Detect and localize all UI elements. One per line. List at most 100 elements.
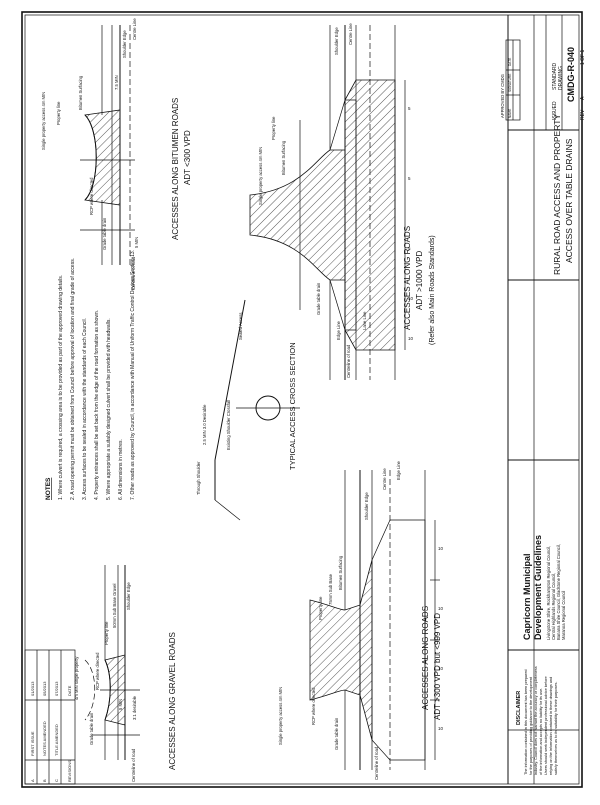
disclaimer-heading: DISCLAIMER xyxy=(516,691,522,725)
notes-block: NOTES 1. Where culvert is required, a cr… xyxy=(45,250,136,500)
mid-edge: Edge Line xyxy=(396,460,401,480)
member-2: Central Highlands Regional Council, xyxy=(551,573,556,640)
bitumen-high-diagram: ACCESSES ALONG ROADS ADT >1000 VPD (Refe… xyxy=(249,23,436,380)
bitumen-low-rcp: RCP where directed xyxy=(89,177,94,215)
title-block: ISSUED STANDARD DRAWING CMDG-R-040 REV A… xyxy=(500,15,586,784)
bitumen-low-centre: Centre Line xyxy=(132,18,137,40)
bitumen-high-title: ACCESSES ALONG ROADS xyxy=(403,226,412,330)
bitumen-low-diagram: ACCESSES ALONG BITUMEN ROADS ADT <300 VP… xyxy=(41,18,192,290)
bitumen-low-property: Property line xyxy=(56,101,61,125)
approved-col-name: NAME xyxy=(508,109,512,118)
rev-row-2-date: 05/2013 xyxy=(42,681,47,696)
bitumen-high-edge: Edge Line xyxy=(336,320,341,340)
org-sub: Development Guidelines xyxy=(533,535,543,640)
disclaimer-line-1: The information contained in this docume… xyxy=(524,669,528,775)
mid-roads-diagram: ACCESSES ALONG ROADS ADT >300 VPD but <9… xyxy=(278,460,444,780)
mid-title: ACCESSES ALONG ROADS xyxy=(421,606,430,710)
typical-title: TYPICAL ACCESS CROSS SECTION xyxy=(288,342,297,470)
rev-row-1-desc: FIRST ISSUE xyxy=(30,731,35,756)
mid-property: Property line xyxy=(318,596,323,620)
rev-value: A xyxy=(580,96,586,100)
rev-row-3-rev: C xyxy=(54,779,59,782)
gravel-title: ACCESSES ALONG GRAVEL ROADS xyxy=(168,632,177,770)
note-6: 6. All dimensions in metres. xyxy=(118,439,124,500)
gravel-label-property: Property line xyxy=(104,621,109,645)
rev-row-3-desc: TITLE AMENDED xyxy=(54,724,59,756)
mid-centre: Centre Line xyxy=(382,468,387,490)
bitumen-high-property: Property line xyxy=(271,116,276,140)
mid-seal: Bitumen Surfacing xyxy=(338,555,343,590)
bitumen-low-dim-a: 7.5 MIN xyxy=(114,75,119,90)
disclaimer-line-2: for the purposes of providing guidance t… xyxy=(529,676,533,775)
bitumen-low-min-access: Single property access 4m MIN xyxy=(41,92,46,150)
member-1: Livingstone Shire, Rockhampton Regional … xyxy=(546,546,551,640)
standard-label: STANDARD xyxy=(552,62,558,90)
disclaimer-line-5: Users should seek independent profession… xyxy=(544,676,548,775)
typical-section-diagram: TYPICAL ACCESS CROSS SECTION Sealed Acce… xyxy=(196,299,300,521)
sheet-inner-border xyxy=(24,14,580,785)
mid-access: Single property access 4m MIN xyxy=(278,687,283,745)
bitumen-high-centre: Centre Line xyxy=(348,23,353,45)
bitumen-high-dim-2: 5 xyxy=(408,176,411,181)
sheet-border xyxy=(21,11,583,788)
gravel-label-shoulder: Shoulder Edge xyxy=(126,582,131,610)
bitumen-high-shoulder: Shoulder Edge xyxy=(334,27,339,55)
org-name: Capricorn Municipal xyxy=(522,553,532,640)
sheet-value: 1 OF 1 xyxy=(580,49,586,65)
rev-row-1-date: 01/2013 xyxy=(30,681,35,696)
bitumen-high-dim-4: 10 xyxy=(408,296,414,301)
date-label: DATE xyxy=(67,685,72,696)
mid-base: 75mm Sub Base xyxy=(328,573,333,605)
approved-table: APPROVED BY CMDG NAME SIGNATURE DATE xyxy=(500,39,521,121)
mid-subtitle: ADT >300 VPD but <999 VPD xyxy=(433,613,442,720)
bitumen-high-dim-3: 5 xyxy=(408,246,411,251)
bitumen-low-title: ACCESSES ALONG BITUMEN ROADS xyxy=(171,98,180,240)
bitumen-low-shoulder: Shoulder Edge xyxy=(122,30,127,58)
bitumen-low-grade: Grade table drain xyxy=(102,217,107,250)
mid-rcp: RCP where directed xyxy=(311,687,316,725)
member-4: Maranoa Regional Council xyxy=(561,591,566,640)
bitumen-high-note: (Refer also Main Roads Standards) xyxy=(429,235,436,345)
disclaimer-line-6: relying on the information contained in … xyxy=(549,677,553,775)
approved-col-date: DATE xyxy=(508,58,512,66)
approved-label: APPROVED BY CMDG xyxy=(500,74,505,118)
typical-existing: Existing Shoulder Crossfall xyxy=(226,400,231,450)
drawing-number: CMDG-R-040 xyxy=(566,47,576,102)
gravel-label-min: 4m MIN single property xyxy=(74,656,79,700)
typical-grade: 2.5 MIN 3.0 Desirable xyxy=(202,404,207,445)
gravel-label-centre: Centreline of road xyxy=(131,748,136,782)
drawing-title-2: ACCESS OVER TABLE DRAINS xyxy=(564,138,574,263)
bitumen-low-centreline: Centreline of road xyxy=(131,256,136,290)
gravel-roads-diagram: ACCESSES ALONG GRAVEL ROADS 4m MIN singl… xyxy=(74,565,177,782)
gravel-label-subbase: 50mm Sub Base Gravel xyxy=(112,583,117,628)
gravel-label-slope: 3:1 desirable xyxy=(132,695,137,720)
rev-row-2-rev: B xyxy=(42,779,47,782)
mid-shoulder: Shoulder Edge xyxy=(364,492,369,520)
drawing-title-1: RURAL ROAD ACCESS AND PROPERTY xyxy=(552,114,562,275)
notes-heading: NOTES xyxy=(45,477,52,500)
typical-drain: Through Shoulder xyxy=(196,461,201,495)
rev-row-3-date: 07/2013 xyxy=(54,681,59,696)
bitumen-high-lane: Lane Line xyxy=(362,311,367,330)
note-2: 2. A road opening permit must be obtaine… xyxy=(70,258,76,500)
typical-sealed: Sealed Access xyxy=(238,313,243,340)
bitumen-high-dim-1: 5 xyxy=(408,106,411,111)
note-7: 7. Other roads as approved by Council, i… xyxy=(130,250,136,500)
bitumen-high-dim-5: 10 xyxy=(408,336,414,341)
gravel-label-invert: RCP where directed xyxy=(95,652,100,690)
disclaimer-line-7: satisfy themselves as to its suitability… xyxy=(554,682,558,775)
note-3: 3. Access surfaces to be sealed in accor… xyxy=(82,318,88,500)
rev-row-1-rev: A xyxy=(30,779,35,782)
gravel-label-grade: Grade table drain xyxy=(89,712,94,745)
drawing-label: DRAWING xyxy=(558,66,564,90)
mid-dim-3: 10 xyxy=(438,666,444,671)
bitumen-high-centreline: Centreline of road xyxy=(346,344,351,378)
bitumen-low-seal: Bitumen Surfacing xyxy=(78,75,83,110)
disclaimer-line-3: industry. Council does not warrant the a… xyxy=(534,666,538,775)
issued-label: ISSUED xyxy=(552,101,558,120)
bitumen-low-dim-b: 5 MIN xyxy=(134,237,139,248)
mid-dim-4: 10 xyxy=(438,726,444,731)
member-3: Banana Shire Council, Gladstone Regional… xyxy=(556,544,561,640)
bitumen-low-subtitle: ADT <300 VPD xyxy=(183,130,192,185)
note-1: 1. Where culvert is required, a crossing… xyxy=(58,275,64,500)
